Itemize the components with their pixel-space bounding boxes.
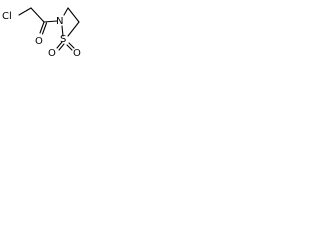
bond-s-o-right-2	[66, 44, 73, 51]
atom-labels: Cl O N S O O	[2, 11, 81, 59]
bond-s-o-right-1	[68, 42, 75, 49]
bond-s-o-left-2	[58, 43, 65, 51]
bond-ring-ch2-ch2	[67, 7, 80, 23]
bonds	[18, 7, 80, 51]
atom-label-nitrogen: N	[56, 16, 63, 27]
atom-label-ketone-oxygen: O	[35, 36, 43, 47]
bond-ring-ch2-s	[67, 21, 80, 37]
bond-n-ring-ch2	[63, 7, 69, 16]
bond-carbonyl-n	[43, 20, 58, 23]
atom-label-chlorine: Cl	[2, 11, 12, 22]
bond-carbonyl-double-1	[39, 21, 45, 34]
bond-carbonyl-double-2	[41, 22, 48, 35]
atom-label-sulfur: S	[60, 34, 66, 45]
bond-s-n	[61, 25, 64, 37]
atom-label-sulfonyl-oxygen-right: O	[73, 48, 81, 59]
bond-ch2-carbonyl	[30, 7, 45, 23]
bond-cl-ch2	[18, 7, 32, 16]
bond-s-o-left-1	[56, 41, 63, 49]
chemical-structure: Cl O N S O O	[2, 7, 81, 59]
atom-label-sulfonyl-oxygen-left: O	[48, 48, 56, 59]
